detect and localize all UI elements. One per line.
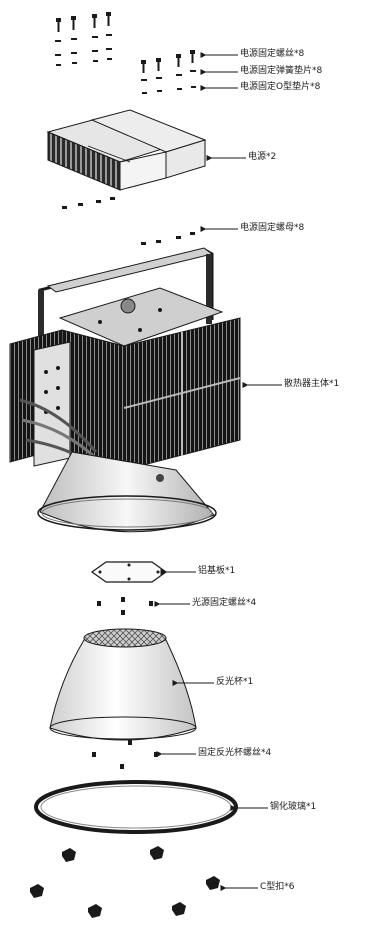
- label-power-spring-washer: 电源固定弹簧垫片*8: [240, 66, 323, 76]
- washer-icon: [92, 36, 98, 38]
- washer-icon: [142, 92, 147, 94]
- screw-icon: [92, 752, 96, 757]
- nut-icon: [190, 232, 195, 235]
- label-reflector: 反光杯*1: [216, 677, 254, 687]
- power-nuts-group: [62, 197, 195, 245]
- top-screws-group: [55, 12, 112, 66]
- power-supply-illustration: [46, 109, 207, 191]
- screw-icon: [106, 12, 111, 26]
- tempered-glass-illustration: [34, 780, 238, 834]
- screw-icon: [156, 58, 161, 71]
- right-screws-group: [141, 50, 196, 94]
- nut-icon: [141, 242, 146, 245]
- nut-icon: [78, 203, 83, 206]
- screw-icon: [141, 60, 146, 73]
- c-clip-icon: [150, 846, 164, 860]
- screw-icon: [149, 601, 153, 606]
- screw-icon: [71, 16, 76, 30]
- washer-icon: [106, 34, 112, 36]
- screw-icon: [154, 752, 158, 757]
- reflector-illustration: [49, 628, 197, 741]
- screw-icon: [56, 18, 61, 32]
- washer-icon: [156, 77, 162, 79]
- c-clip-icon: [62, 848, 76, 862]
- c-clip-icon: [30, 884, 44, 898]
- washer-icon: [191, 86, 196, 88]
- washer-icon: [177, 88, 182, 90]
- label-power-o-washer: 电源固定O型垫片*8: [240, 82, 321, 92]
- reflector-screws-group: [92, 740, 158, 769]
- label-tempered-glass: 钢化玻璃*1: [270, 802, 317, 812]
- label-power-supply: 电源*2: [248, 152, 277, 162]
- washer-icon: [55, 40, 61, 42]
- label-aluminum-plate: 铝基板*1: [198, 566, 236, 576]
- screw-icon: [176, 54, 181, 67]
- c-clip-icon: [206, 876, 220, 890]
- screw-icon: [128, 740, 132, 745]
- screw-icon: [121, 597, 125, 602]
- nut-icon: [110, 197, 115, 200]
- washer-icon: [72, 62, 77, 64]
- washer-icon: [106, 48, 112, 50]
- label-heatsink: 散热器主体*1: [284, 379, 340, 389]
- washer-icon: [71, 52, 77, 54]
- c-clips-group: [30, 846, 220, 918]
- screw-icon: [190, 50, 195, 63]
- washer-icon: [93, 60, 98, 62]
- washer-icon: [56, 64, 61, 66]
- label-light-source-screw: 光源固定螺丝*4: [192, 598, 257, 608]
- heatsink-illustration: [9, 247, 241, 533]
- washer-icon: [157, 90, 162, 92]
- c-clip-icon: [88, 904, 102, 918]
- washer-icon: [176, 74, 182, 76]
- label-power-nut: 电源固定螺母*8: [240, 223, 305, 233]
- aluminum-plate-illustration: [90, 561, 168, 583]
- light-source-screws-group: [97, 597, 153, 615]
- washer-icon: [141, 79, 147, 81]
- label-power-screw: 电源固定螺丝*8: [240, 49, 305, 59]
- nut-icon: [176, 236, 181, 239]
- screw-icon: [121, 610, 125, 615]
- washer-icon: [55, 54, 61, 56]
- c-clip-icon: [172, 902, 186, 916]
- washer-icon: [190, 70, 196, 72]
- nut-icon: [96, 200, 101, 203]
- label-reflector-screw: 固定反光杯螺丝*4: [198, 748, 272, 758]
- screw-icon: [92, 14, 97, 28]
- washer-icon: [107, 58, 112, 60]
- screw-icon: [120, 764, 124, 769]
- leader-lines: [154, 52, 282, 891]
- screw-icon: [97, 601, 101, 606]
- nut-icon: [156, 240, 161, 243]
- label-c-clip: C型扣*6: [260, 882, 295, 892]
- nut-icon: [62, 206, 67, 209]
- washer-icon: [71, 38, 77, 40]
- washer-icon: [92, 50, 98, 52]
